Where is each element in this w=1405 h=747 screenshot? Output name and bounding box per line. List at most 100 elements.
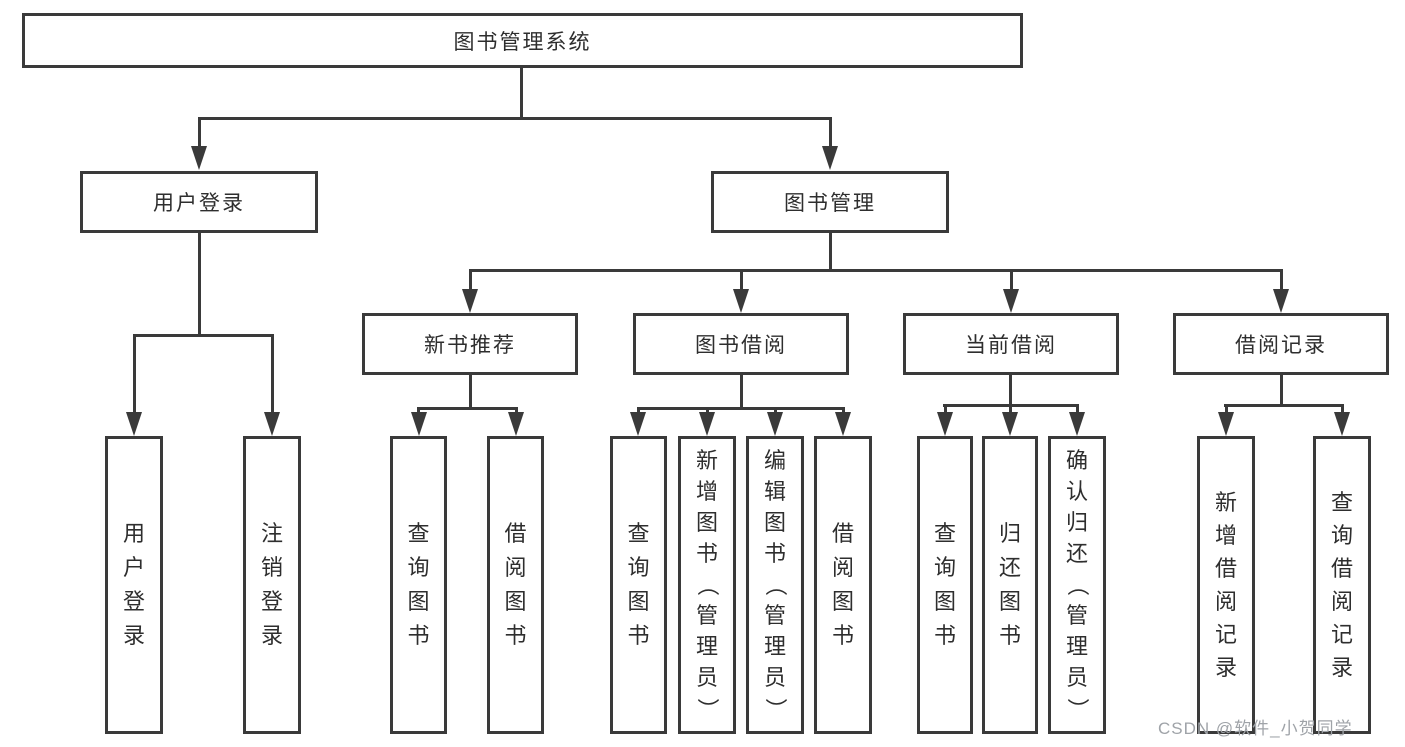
arrow-down-icon [1069,412,1085,436]
vertical-char: 图 [831,589,854,614]
connector-line [944,404,947,413]
connector-line [829,117,832,147]
vertical-char: 查 [1330,489,1353,515]
connector-line [1009,374,1012,406]
connector-line [1341,404,1344,413]
vertical-char: 员 [695,665,718,690]
vertical-char: 管 [763,603,786,628]
vertical-char: 查 [933,521,956,546]
vertical-char: 书 [933,623,956,648]
leaf-query-books-3: 查询图书 [917,436,973,734]
leaf-borrow-books-2: 借阅图书 [814,436,872,734]
connector-line [1224,404,1344,407]
vertical-char: 编 [763,448,786,473]
vertical-char: 阅 [831,555,854,580]
vertical-char: 阅 [504,555,527,580]
vertical-char: 书 [504,623,527,648]
vertical-char: 新 [1214,489,1237,515]
vertical-char: 书 [695,541,718,566]
vertical-char: 户 [122,555,145,580]
node-label: 新书推荐 [424,334,516,357]
vertical-char: 查 [627,521,650,546]
arrow-down-icon [699,412,715,436]
connector-line [469,269,472,290]
vertical-char: 登 [260,589,283,614]
arrow-down-icon [822,146,838,170]
node-new-book-recommend: 新书推荐 [362,313,578,375]
connector-line [829,233,832,270]
vertical-char: 书 [763,541,786,566]
arrow-down-icon [126,412,142,436]
watermark: CSDN @软件_小贺同学 [1158,719,1353,738]
arrow-down-icon [508,412,524,436]
arrow-down-icon [835,412,851,436]
vertical-char: 借 [831,521,854,546]
arrow-down-icon [191,146,207,170]
arrow-down-icon [1003,289,1019,313]
vertical-char: 理 [763,634,786,659]
connector-line [133,334,274,337]
vertical-char: 录 [122,623,145,648]
leaf-user-login: 用户登录 [105,436,163,734]
node-book-management: 图书管理 [711,171,949,233]
vertical-char: 理 [695,634,718,659]
node-user-login: 用户登录 [80,171,318,233]
arrow-down-icon [1273,289,1289,313]
vertical-char: 询 [1330,522,1353,548]
connector-line [1076,404,1079,413]
arrow-down-icon [767,412,783,436]
vertical-char: 认 [1065,479,1088,504]
connector-line [637,407,640,414]
connector-line [1010,269,1013,290]
vertical-char: 用 [122,521,145,546]
arrow-down-icon [462,289,478,313]
connector-line [1009,404,1012,413]
vertical-char: 书 [627,623,650,648]
connector-line [515,407,518,414]
connector-line [198,233,201,335]
connector-line [469,269,1283,272]
leaf-borrow-books-1: 借阅图书 [487,436,544,734]
vertical-char: 阅 [1330,588,1353,614]
leaf-query-borrow-record: 查询借阅记录 [1313,436,1371,734]
vertical-char: 增 [695,479,718,504]
vertical-char: 确 [1065,448,1088,473]
leaf-add-book-admin: 新增图书（管理员） [678,436,736,734]
vertical-char: 管 [1065,603,1088,628]
vertical-char: 录 [1214,654,1237,680]
arrow-down-icon [1334,412,1350,436]
vertical-char: 图 [504,589,527,614]
connector-line [1280,269,1283,290]
vertical-char: 管 [695,603,718,628]
node-label: 当前借阅 [965,334,1057,357]
node-current-borrow: 当前借阅 [903,313,1119,375]
arrow-down-icon [937,412,953,436]
vertical-char: 销 [260,555,283,580]
vertical-char: 图 [627,589,650,614]
vertical-char: 书 [831,623,854,648]
vertical-char: 员 [1065,665,1088,690]
vertical-char: 登 [122,589,145,614]
connector-line [417,407,518,410]
arrow-down-icon [264,412,280,436]
vertical-char: 辑 [763,479,786,504]
vertical-char: 还 [1065,541,1088,566]
vertical-char: 借 [1330,555,1353,581]
connector-line [469,374,472,408]
vertical-char: ） [1064,697,1090,721]
leaf-edit-book-admin: 编辑图书（管理员） [746,436,804,734]
connector-line [133,334,136,413]
vertical-char: （ [694,573,720,597]
vertical-char: 还 [998,555,1021,580]
vertical-char: 归 [998,521,1021,546]
arrow-down-icon [630,412,646,436]
node-label: 图书借阅 [695,334,787,357]
vertical-char: （ [762,573,788,597]
vertical-char: 询 [933,555,956,580]
vertical-char: 理 [1065,634,1088,659]
node-label: 借阅记录 [1235,334,1327,357]
vertical-char: 增 [1214,522,1237,548]
connector-line [1280,374,1283,406]
vertical-char: 归 [1065,510,1088,535]
vertical-char: 借 [504,521,527,546]
